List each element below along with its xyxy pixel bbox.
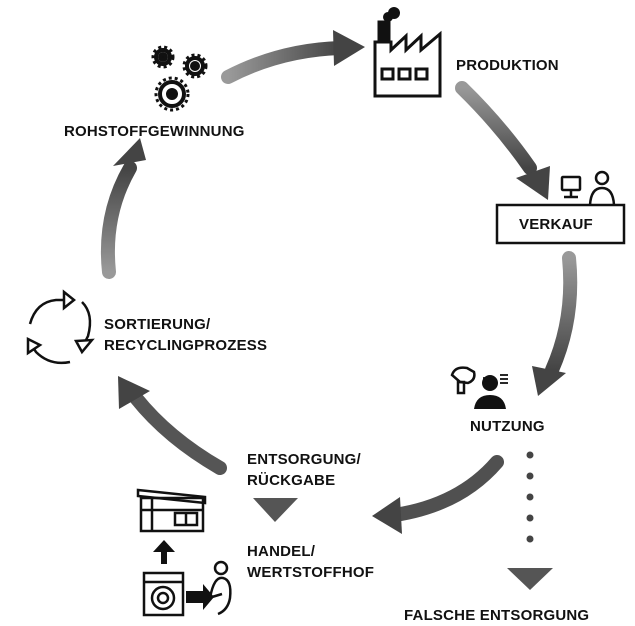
hairdryer-icon: [450, 366, 508, 409]
label-nutzung: NUTZUNG: [470, 418, 545, 435]
person-icon: [208, 560, 232, 616]
arrow-produktion-verkauf: [455, 81, 550, 200]
gears-icon: [151, 45, 208, 112]
label-handel-line1: HANDEL/: [247, 543, 316, 560]
label-handel-line2: WERTSTOFFHOF: [247, 564, 375, 581]
recycle-icon: [26, 289, 95, 365]
arrow-rohstoff-produktion: [221, 30, 365, 84]
sales-counter-icon: [495, 170, 626, 245]
factory-icon: [373, 7, 442, 98]
label-entsorgung-line2: RÜCKGABE: [247, 472, 336, 489]
label-falsche-entsorgung: FALSCHE ENTSORGUNG: [404, 607, 590, 624]
right-arrow-icon: [186, 584, 214, 610]
label-sortierung-line2: RECYCLINGPROZESS: [104, 337, 268, 354]
up-arrow-icon: [153, 540, 175, 564]
label-rohstoffgewinnung: ROHSTOFFGEWINNUNG: [64, 123, 245, 140]
washing-machine-icon: [142, 571, 185, 617]
falsche-arrow-head: [507, 568, 553, 590]
arrow-entsorgung-sortierung: [118, 376, 227, 475]
label-produktion: PRODUKTION: [456, 57, 559, 74]
arrow-nutzung-entsorgung: [372, 455, 504, 534]
arrow-sortierung-rohstoff: [100, 138, 146, 279]
label-entsorgung-line1: ENTSORGUNG/: [247, 451, 361, 468]
store-icon: [136, 488, 207, 533]
arrow-verkauf-nutzung: [532, 251, 578, 396]
entsorgung-handel-triangle: [253, 498, 298, 522]
label-sortierung-line1: SORTIERUNG/: [104, 316, 211, 333]
dotted-falsche-entsorgung: [507, 451, 553, 590]
label-verkauf: VERKAUF: [519, 216, 593, 233]
